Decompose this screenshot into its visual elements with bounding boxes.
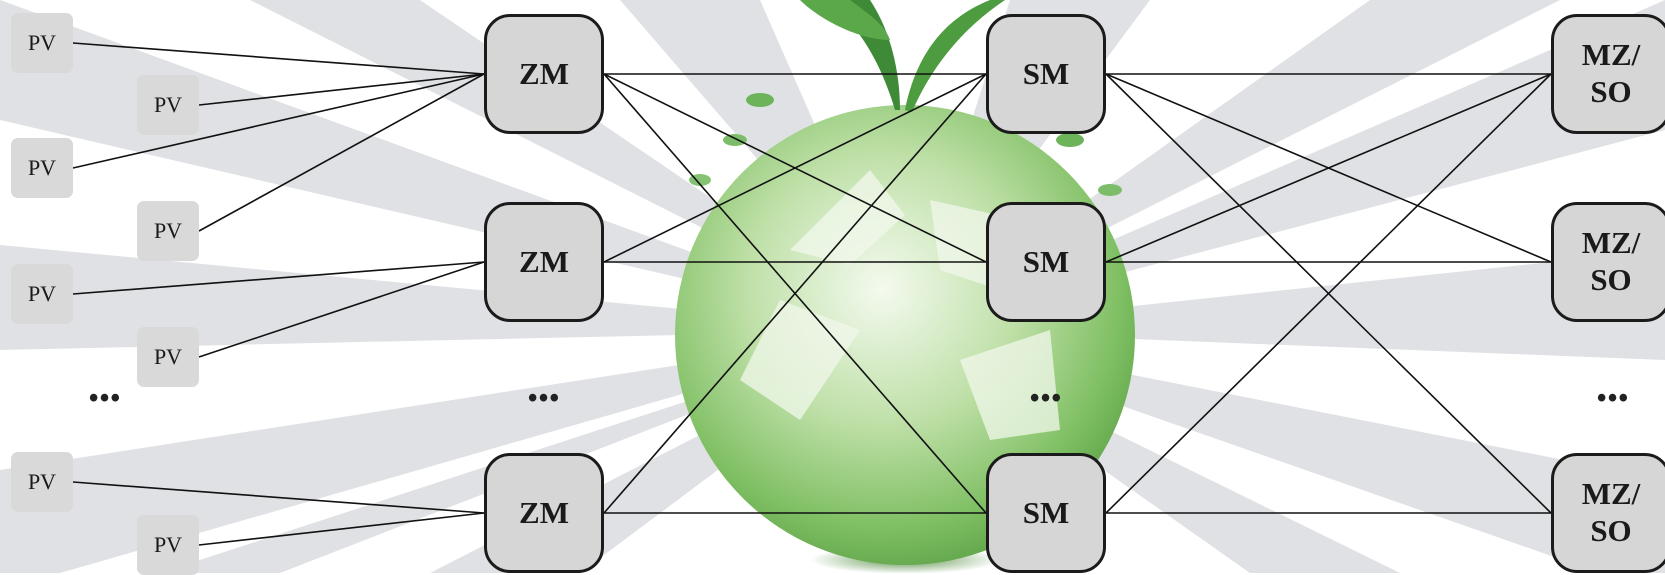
pv-node: PV — [137, 75, 199, 135]
mzso-node: MZ/ SO — [1551, 202, 1665, 322]
pv-label: PV — [27, 281, 57, 306]
pv-node: PV — [11, 13, 73, 73]
zm-node: ZM — [484, 14, 604, 134]
mzso-label: MZ/ SO — [1581, 225, 1641, 297]
plant-leaves-icon — [689, 0, 1122, 196]
pv-label: PV — [27, 469, 57, 494]
mzso-label: MZ/ SO — [1581, 476, 1641, 548]
mzso-ellipsis: ••• — [1596, 383, 1630, 414]
zm-label: ZM — [519, 494, 569, 530]
zm-ellipsis: ••• — [527, 383, 561, 414]
edge-pv3-zm1 — [72, 73, 485, 169]
mzso-node: MZ/ SO — [1551, 14, 1665, 134]
pv-label: PV — [153, 218, 183, 243]
pv-node: PV — [11, 138, 73, 198]
sm-node: SM — [986, 14, 1106, 134]
sm-label: SM — [1022, 494, 1070, 530]
edge-pv1-zm1 — [72, 42, 485, 75]
edge-pv4-zm1 — [198, 73, 485, 232]
pv-node: PV — [11, 264, 73, 324]
ray-3 — [0, 330, 905, 573]
zm-label: ZM — [519, 243, 569, 279]
pv-node: PV — [137, 201, 199, 261]
edge-sm2-mz1 — [1105, 73, 1552, 263]
zm-node: ZM — [484, 453, 604, 573]
sm-label: SM — [1022, 55, 1070, 91]
pv-label: PV — [153, 344, 183, 369]
pv-label: PV — [27, 155, 57, 180]
ray-1 — [0, 0, 905, 330]
pv-node: PV — [137, 515, 199, 575]
mzso-node: MZ/ SO — [1551, 453, 1665, 573]
sm-ellipsis: ••• — [1029, 383, 1063, 414]
edge-pv2-zm1 — [198, 73, 485, 106]
sm-label: SM — [1022, 243, 1070, 279]
pv-node: PV — [11, 452, 73, 512]
pv-label: PV — [153, 532, 183, 557]
edge-pv6-zm2 — [198, 261, 485, 358]
edge-pv5-zm2 — [72, 261, 485, 295]
zm-node: ZM — [484, 202, 604, 322]
sm-node: SM — [986, 202, 1106, 322]
edge-pv8-zm3 — [198, 512, 485, 546]
zm-label: ZM — [519, 55, 569, 91]
pv-label: PV — [27, 30, 57, 55]
pv-ellipsis: ••• — [88, 383, 122, 414]
sm-node: SM — [986, 453, 1106, 573]
edge-zm3-sm1 — [603, 73, 987, 514]
edge-sm3-mz1 — [1105, 73, 1552, 514]
edge-pv7-zm3 — [72, 481, 485, 514]
mzso-label: MZ/ SO — [1581, 37, 1641, 109]
edge-zm2-sm1 — [603, 73, 987, 263]
pv-label: PV — [153, 92, 183, 117]
pv-node: PV — [137, 327, 199, 387]
